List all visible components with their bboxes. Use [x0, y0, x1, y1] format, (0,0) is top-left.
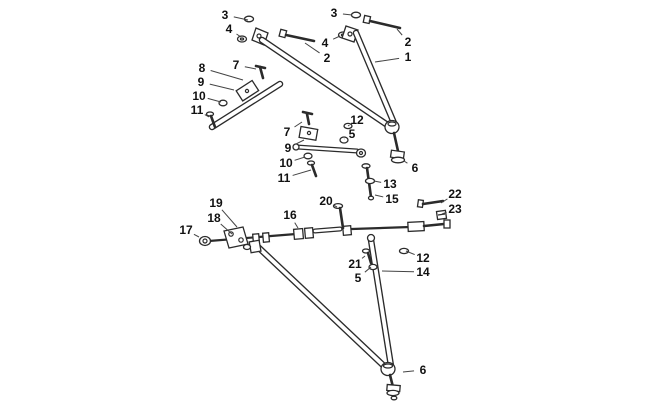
leader-line — [294, 222, 299, 229]
callout-19: 19 — [209, 196, 223, 210]
callout-17: 17 — [179, 223, 193, 237]
upper-ball-joint — [384, 119, 406, 164]
link-bolt-spacer — [361, 163, 376, 201]
callout-9: 9 — [285, 141, 292, 155]
tie-rod-clamp — [298, 110, 319, 178]
leader-line — [441, 211, 447, 215]
callout-6: 6 — [412, 161, 419, 175]
leader-line — [236, 33, 242, 38]
callout-15: 15 — [385, 192, 399, 206]
callout-5: 5 — [355, 271, 362, 285]
callout-4: 4 — [226, 22, 233, 36]
callout-4: 4 — [322, 36, 329, 50]
leader-line — [361, 255, 366, 259]
callout-2: 2 — [324, 51, 331, 65]
upper-arm-left-mount-hardware — [236, 15, 316, 46]
leader-line — [405, 250, 415, 256]
leader-line — [209, 83, 235, 91]
leader-line — [342, 13, 353, 16]
callout-12: 12 — [350, 113, 364, 127]
leader-line — [332, 35, 341, 40]
callout-12: 12 — [416, 251, 430, 265]
leader-line — [244, 66, 257, 70]
leader-line — [292, 169, 312, 176]
leader-line — [381, 270, 415, 273]
leader-line — [364, 266, 372, 273]
leader-line — [396, 28, 403, 36]
leader-line — [207, 97, 222, 103]
callout-3: 3 — [331, 6, 338, 20]
leader-line — [295, 139, 305, 145]
leader-line — [193, 233, 200, 238]
leader-line — [374, 194, 384, 198]
callout-10: 10 — [279, 156, 293, 170]
leader-line — [440, 198, 448, 204]
callout-10: 10 — [192, 89, 206, 103]
callout-7: 7 — [233, 58, 240, 72]
callout-5: 5 — [349, 127, 356, 141]
callout-11: 11 — [191, 103, 204, 117]
leader-line — [347, 124, 350, 127]
leader-line — [204, 114, 210, 118]
callout-14: 14 — [416, 265, 430, 279]
leader-line — [333, 204, 338, 208]
callout-18: 18 — [207, 211, 221, 225]
leader-line — [220, 223, 233, 235]
callout-16: 16 — [283, 208, 297, 222]
callout-9: 9 — [198, 75, 205, 89]
callout-20: 20 — [319, 194, 333, 208]
callout-8: 8 — [199, 61, 206, 75]
leader-line — [294, 121, 303, 128]
leader-line — [403, 160, 408, 164]
leader-line — [221, 209, 238, 228]
callout-7: 7 — [284, 125, 291, 139]
leader-line — [373, 180, 382, 183]
callout-3: 3 — [222, 8, 229, 22]
lower-ball-joint — [380, 361, 401, 401]
callout-13: 13 — [383, 177, 397, 191]
lower-tie-rod-assembly — [198, 219, 451, 249]
leader-line — [233, 16, 249, 21]
callout-11: 11 — [278, 171, 291, 185]
callout-2: 2 — [405, 35, 412, 49]
callout-1: 1 — [405, 50, 412, 64]
bolt-and-nut-22-23 — [416, 199, 448, 221]
leader-line — [402, 370, 415, 373]
leader-line — [294, 156, 306, 161]
lower-a-arm — [242, 233, 410, 370]
leader-line — [304, 42, 320, 54]
leader-line — [210, 70, 244, 81]
callout-6: 6 — [420, 363, 427, 377]
callout-22: 22 — [448, 187, 462, 201]
steering-link-left — [205, 64, 284, 131]
leader-line — [374, 57, 400, 63]
bolt-20 — [332, 202, 345, 230]
upper-arm-right-mount-hardware — [337, 11, 402, 43]
upper-a-arm — [258, 29, 398, 128]
callout-21: 21 — [348, 257, 362, 271]
callout-23: 23 — [448, 202, 462, 216]
tie-rod — [292, 122, 367, 158]
